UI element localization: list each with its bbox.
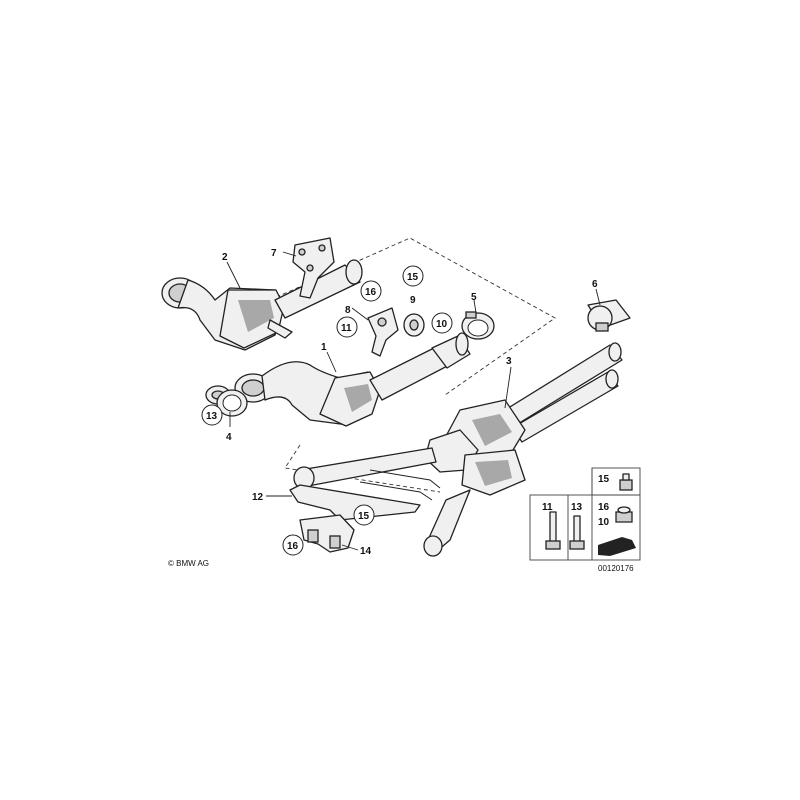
callout-3[interactable]: 3	[506, 356, 512, 367]
part-7-bracket[interactable]	[292, 237, 335, 299]
legend-13: 13	[571, 502, 583, 513]
callout-14[interactable]: 14	[360, 546, 372, 557]
callout-2[interactable]: 2	[222, 252, 228, 263]
callout-9[interactable]: 9	[410, 295, 416, 306]
legend-10: 10	[598, 517, 610, 528]
callout-10[interactable]: 10	[436, 319, 448, 330]
callout-7[interactable]: 7	[271, 248, 277, 259]
part-1-catalytic-converter[interactable]	[234, 332, 471, 427]
part-14-hanger[interactable]	[299, 514, 355, 553]
callout-12[interactable]: 12	[252, 492, 264, 503]
callout-15-bottom[interactable]: 15	[358, 511, 370, 522]
callout-16-top[interactable]: 16	[365, 287, 377, 298]
callout-1[interactable]: 1	[321, 342, 327, 353]
part-6-sleeve-clamp[interactable]	[587, 299, 631, 332]
part-3-rear-pipe[interactable]	[293, 342, 623, 557]
legend-16: 16	[598, 502, 610, 513]
leader-lines	[226, 251, 601, 551]
callout-15-top[interactable]: 15	[407, 272, 419, 283]
callout-16-bottom[interactable]: 16	[287, 541, 299, 552]
callout-6[interactable]: 6	[592, 279, 598, 290]
diagram-id-label: 00120176	[598, 564, 634, 573]
callouts: 2 7 1 4 3 8 9 5 6 12 14 15 16 11 10 13 1…	[201, 248, 598, 557]
dashed-group-lines	[269, 237, 556, 493]
legend-numbers: 15 11 13 16 10	[542, 474, 610, 528]
legend-11: 11	[542, 502, 553, 513]
part-5-clamp[interactable]	[461, 311, 495, 340]
callout-5[interactable]: 5	[471, 292, 477, 303]
callout-13[interactable]: 13	[206, 411, 218, 422]
part-4-flange[interactable]	[216, 389, 248, 417]
part-12-heat-shield[interactable]	[289, 469, 441, 521]
bolt-11-icon	[545, 511, 561, 550]
bolt-13-icon	[569, 515, 585, 550]
part-2-catalytic-converter[interactable]	[161, 259, 363, 351]
legend-15: 15	[598, 474, 610, 485]
callout-8[interactable]: 8	[345, 305, 351, 316]
arrow-10-icon	[598, 537, 636, 556]
callout-4[interactable]: 4	[226, 432, 232, 443]
callout-11[interactable]: 11	[341, 323, 352, 334]
nut-15-icon	[619, 473, 633, 491]
part-9-rubber-mount[interactable]	[403, 313, 425, 337]
copyright-label: © BMW AG	[168, 559, 209, 568]
fastener-legend	[529, 467, 641, 561]
part-8-bracket[interactable]	[367, 307, 399, 357]
nut-16-icon	[615, 506, 633, 523]
